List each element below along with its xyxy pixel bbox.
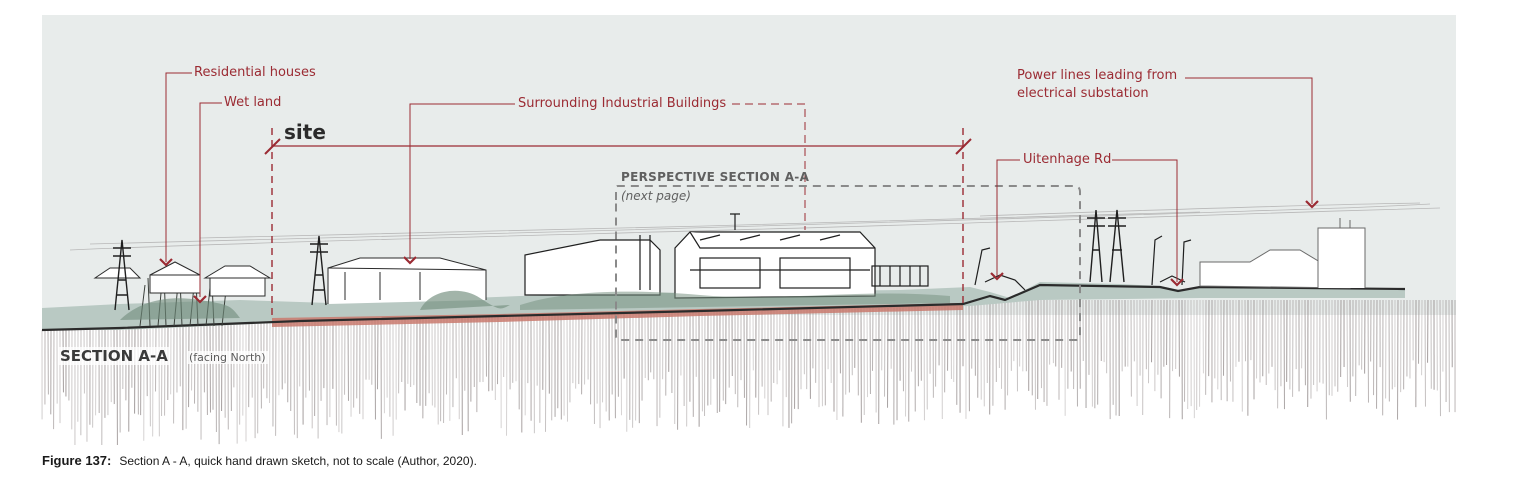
label-wet-land: Wet land <box>224 95 282 110</box>
label-uitenhage-rd: Uitenhage Rd <box>1023 152 1112 167</box>
figure-number: Figure 137: <box>42 453 112 468</box>
site-dimension-line <box>264 128 972 318</box>
section-subtitle: (facing North) <box>187 351 268 364</box>
ground-line <box>41 283 1406 332</box>
label-residential-houses: Residential houses <box>194 65 316 80</box>
wetland-vegetation <box>120 298 240 320</box>
perspective-section-title: PERSPECTIVE SECTION A-A <box>621 170 810 184</box>
label-surrounding-industrial: Surrounding Industrial Buildings <box>518 96 727 111</box>
residential-houses <box>93 261 272 297</box>
perspective-frame <box>615 185 1081 341</box>
perspective-section-subtitle: (next page) <box>621 189 691 203</box>
label-power-lines-line1: Power lines leading from <box>1017 68 1178 83</box>
uitenhage-road-area <box>974 235 1192 291</box>
subsurface-hatch <box>41 299 1456 446</box>
leader-arrow-marks <box>159 200 1319 304</box>
leader-lines <box>165 72 1313 297</box>
pylons <box>113 209 1126 311</box>
central-vegetation <box>520 291 950 310</box>
label-site: site <box>284 120 326 144</box>
right-buildings <box>1199 218 1366 289</box>
section-title: SECTION A-A <box>58 347 170 365</box>
shrub-cluster <box>420 290 510 310</box>
figure-caption: Figure 137: Section A - A, quick hand dra… <box>42 453 477 468</box>
label-power-lines-line2: electrical substation <box>1017 86 1149 101</box>
central-industrial-complex <box>524 213 929 299</box>
figure-caption-text: Section A - A, quick hand drawn sketch, … <box>119 454 477 468</box>
